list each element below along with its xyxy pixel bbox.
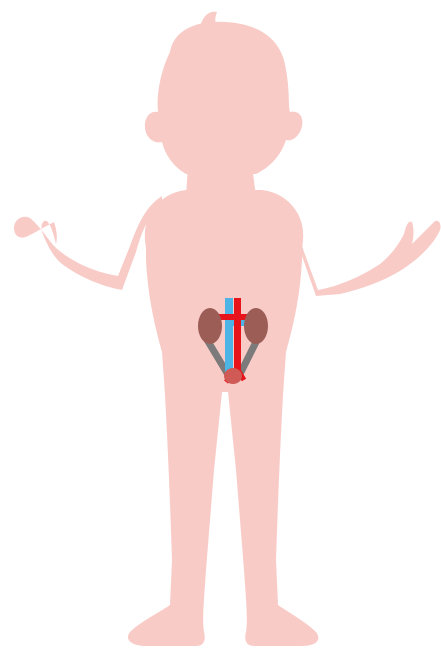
left-kidney	[198, 308, 222, 344]
right-kidney	[244, 308, 268, 344]
right-arm	[278, 196, 441, 296]
bladder	[224, 368, 242, 384]
aorta	[234, 298, 241, 378]
torso-and-legs	[128, 190, 318, 646]
vena-cava	[225, 298, 233, 376]
left-arm	[14, 196, 162, 290]
head	[145, 22, 302, 174]
